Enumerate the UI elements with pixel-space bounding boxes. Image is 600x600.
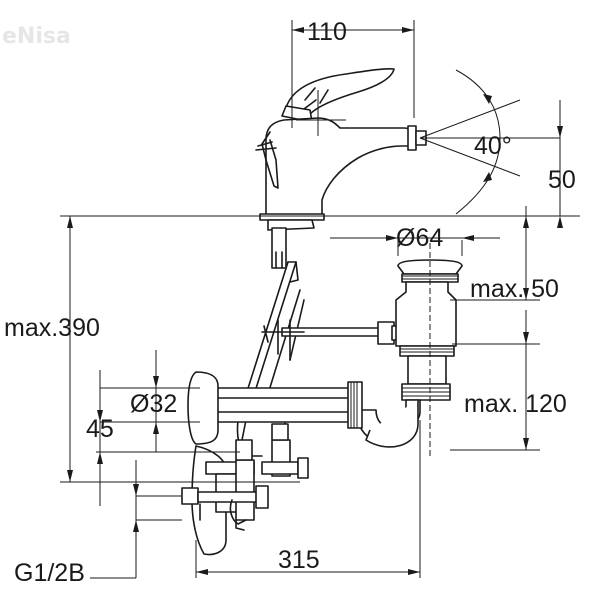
dim-thread-label: G1/2B xyxy=(14,559,85,587)
angle-valves xyxy=(181,423,309,556)
faucet-body xyxy=(255,68,427,231)
dim-total-height-label: max.390 xyxy=(4,314,100,342)
dim-spout-height-label: 50 xyxy=(548,166,576,194)
dim-side-offset-label: 45 xyxy=(86,415,114,443)
dim-angle-label: 40° xyxy=(474,132,512,160)
dim-top-width-label: 110 xyxy=(307,18,347,46)
dim-waste-height-label: max. 50 xyxy=(470,275,559,303)
watermark-logo: eNisa xyxy=(2,24,71,49)
dim-waste-diameter-label: Ø64 xyxy=(396,224,443,252)
dim-pipe-diameter-label: Ø32 xyxy=(130,390,177,418)
dim-trap-height-label: max. 120 xyxy=(464,390,567,418)
waste-trap xyxy=(187,259,463,448)
dim-total-depth-label: 315 xyxy=(278,546,320,574)
dimension-lines xyxy=(60,20,580,579)
